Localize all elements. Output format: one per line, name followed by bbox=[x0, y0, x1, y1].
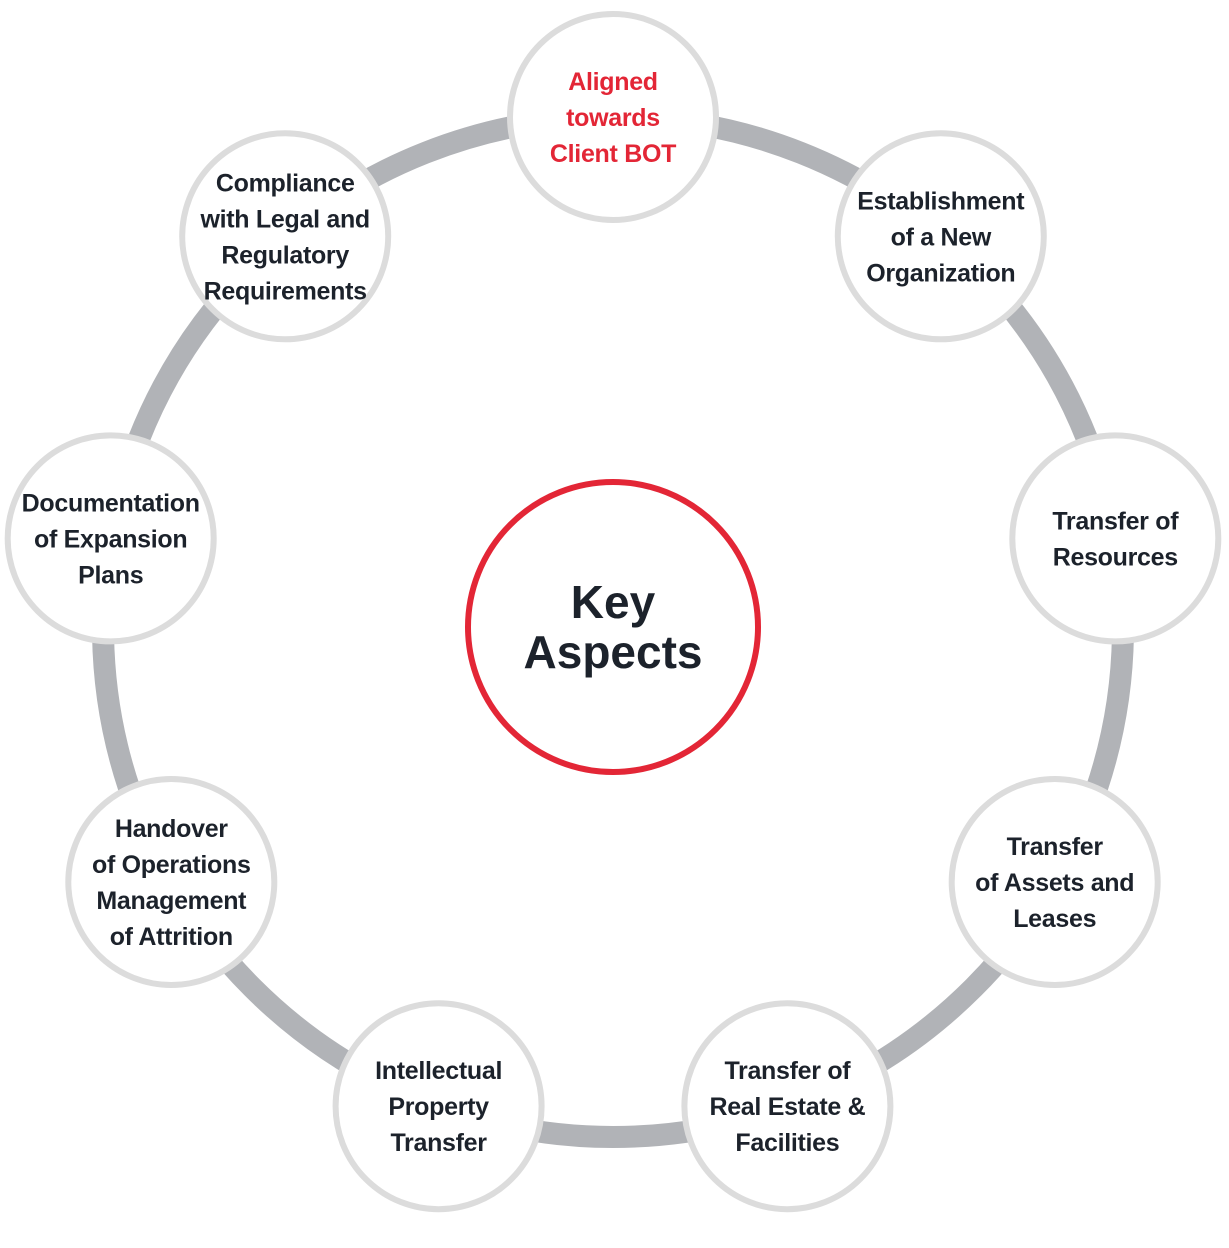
node-circle bbox=[332, 1000, 545, 1213]
center-label-line: Key bbox=[571, 576, 656, 628]
node-label-line: towards bbox=[566, 104, 660, 132]
node-transfer-of-real-estate-facilities: Transfer of Real Estate & Facilities bbox=[681, 1000, 894, 1213]
node-label-line: Requirements bbox=[204, 277, 367, 305]
node-circle bbox=[507, 11, 719, 223]
node-circle bbox=[4, 432, 217, 645]
node-circle bbox=[681, 1000, 894, 1213]
node-label-line: of Assets and bbox=[975, 869, 1134, 897]
node-label-line: Documentation bbox=[22, 489, 200, 517]
node-label-line: Facilities bbox=[735, 1129, 839, 1157]
node-label-line: Regulatory bbox=[221, 241, 349, 269]
node-circle bbox=[179, 130, 392, 343]
node-label-line: Intellectual bbox=[375, 1057, 502, 1085]
node-label-line: Transfer of bbox=[1052, 507, 1179, 535]
node-circle bbox=[834, 130, 1047, 343]
node-circle bbox=[1009, 432, 1222, 645]
node-label-line: Resources bbox=[1053, 543, 1178, 571]
node-label-line: of Operations bbox=[92, 851, 251, 879]
node-label-line: Compliance bbox=[216, 169, 355, 197]
node-label-line: Transfer bbox=[390, 1129, 487, 1157]
node-circle bbox=[65, 776, 278, 988]
node-label-line: Plans bbox=[78, 561, 143, 589]
node-label: Transfer of Resources bbox=[1052, 507, 1179, 571]
node-label: Transfer of Real Estate & Facilities bbox=[709, 1057, 865, 1157]
node-label-line: Transfer bbox=[1007, 833, 1104, 861]
node-label-line: of a New bbox=[891, 223, 992, 251]
node-label-line: Management bbox=[96, 887, 247, 915]
node-label-line: Real Estate & bbox=[709, 1093, 865, 1121]
node-label-line: Organization bbox=[866, 259, 1015, 287]
node-label-line: Aligned bbox=[568, 68, 658, 96]
node-transfer-of-resources: Transfer of Resources bbox=[1009, 432, 1222, 645]
center-label-line: Aspects bbox=[524, 626, 703, 678]
node-label-line: Client BOT bbox=[550, 140, 676, 168]
node-label-line: Property bbox=[388, 1093, 489, 1121]
node-label-line: Handover bbox=[115, 815, 228, 843]
node-label-line: of Expansion bbox=[34, 525, 187, 553]
center-circle bbox=[465, 479, 761, 775]
node-label-line: with Legal and bbox=[199, 205, 369, 233]
node-label-line: Establishment bbox=[857, 187, 1025, 215]
node-label-line: Transfer of bbox=[724, 1057, 851, 1085]
node-label-line: of Attrition bbox=[110, 923, 233, 951]
node-label-line: Leases bbox=[1013, 905, 1096, 933]
node-circle bbox=[948, 776, 1161, 988]
